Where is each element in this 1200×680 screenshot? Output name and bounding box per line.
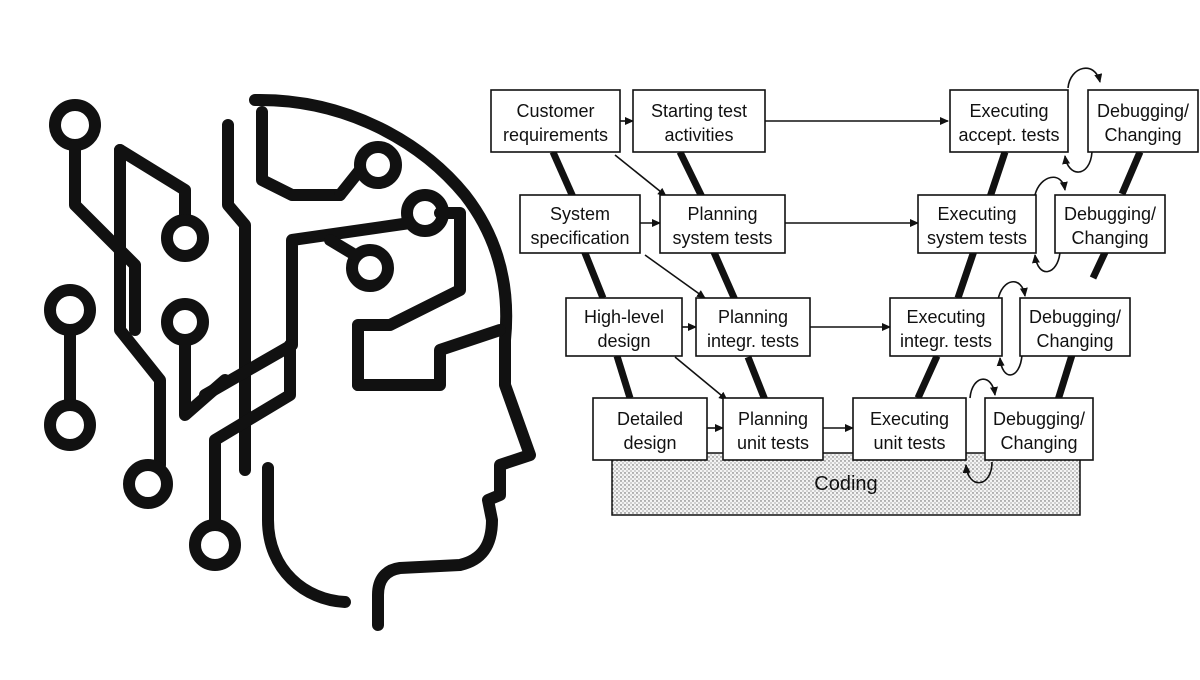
box-frame <box>722 397 824 461</box>
ai-head-circuit-icon <box>44 94 536 631</box>
box-label-line: Customer <box>516 101 594 121</box>
box-label-line: unit tests <box>737 433 809 453</box>
box-frame <box>565 297 683 357</box>
box-label-line: Debugging/ <box>1029 307 1121 327</box>
box-frame <box>632 89 766 153</box>
box-label-line: design <box>623 433 676 453</box>
box-plan-unit: Planning unit tests <box>722 397 824 461</box>
box-frame <box>1019 297 1131 357</box>
box-label-line: integr. tests <box>900 331 992 351</box>
box-label-line: High-level <box>584 307 664 327</box>
box-label-line: specification <box>530 228 629 248</box>
box-label-line: system tests <box>927 228 1027 248</box>
box-label-line: Executing <box>870 409 949 429</box>
box-debug-integr: Debugging/Changing <box>1019 297 1131 357</box>
box-label-line: Debugging/ <box>1097 101 1189 121</box>
box-high-level: High-level design <box>565 297 683 357</box>
box-label-line: activities <box>664 125 733 145</box>
box-label-line: Changing <box>1036 331 1113 351</box>
box-label-line: Detailed <box>617 409 683 429</box>
v-bands <box>549 150 1144 402</box>
box-label-line: system tests <box>672 228 772 248</box>
box-debug-accept: Debugging/Changing <box>1087 89 1199 153</box>
box-label-line: integr. tests <box>707 331 799 351</box>
box-frame <box>984 397 1094 461</box>
box-label-line: Changing <box>1071 228 1148 248</box>
box-label-line: accept. tests <box>958 125 1059 145</box>
box-label-line: Planning <box>687 204 757 224</box>
coding-label: Coding <box>814 473 877 495</box>
box-exec-integr: Executing integr. tests <box>889 297 1003 357</box>
box-exec-system: Executing system tests <box>917 194 1037 254</box>
box-debug-unit: Debugging/Changing <box>984 397 1094 461</box>
box-starting-test: Starting test activities <box>632 89 766 153</box>
box-label-line: Planning <box>738 409 808 429</box>
box-exec-unit: Executing unit tests <box>852 397 967 461</box>
v-model-diagram: Coding <box>490 67 1199 516</box>
box-label-line: Planning <box>718 307 788 327</box>
box-frame <box>917 194 1037 254</box>
box-frame <box>889 297 1003 357</box>
box-label-line: Executing <box>937 204 1016 224</box>
box-frame <box>695 297 811 357</box>
box-label-line: System <box>550 204 610 224</box>
box-label-line: Starting test <box>651 101 747 121</box>
box-frame <box>592 397 708 461</box>
box-label-line: requirements <box>503 125 608 145</box>
box-label-line: Executing <box>969 101 1048 121</box>
box-label-line: Changing <box>1104 125 1181 145</box>
box-label-line: design <box>597 331 650 351</box>
box-frame <box>519 194 641 254</box>
box-frame <box>852 397 967 461</box>
flow-arrows <box>614 117 949 432</box>
box-plan-system: Planning system tests <box>659 194 786 254</box>
box-label-line: Debugging/ <box>1064 204 1156 224</box>
box-label-line: Executing <box>906 307 985 327</box>
box-frame <box>949 89 1069 153</box>
box-detailed-design: Detailed design <box>592 397 708 461</box>
box-plan-integr: Planning integr. tests <box>695 297 811 357</box>
loop-arrows <box>962 67 1103 484</box>
box-label-line: Debugging/ <box>993 409 1085 429</box>
box-frame <box>1054 194 1166 254</box>
box-frame <box>490 89 621 153</box>
coding-area <box>611 452 1081 516</box>
box-frame <box>1087 89 1199 153</box>
box-exec-accept: Executing accept. tests <box>949 89 1069 153</box>
box-debug-system: Debugging/Changing <box>1054 194 1166 254</box>
box-label-line: unit tests <box>873 433 945 453</box>
box-label-line: Changing <box>1000 433 1077 453</box>
box-frame <box>659 194 786 254</box>
box-customer-requirements: Customer requirements <box>490 89 621 153</box>
box-system-spec: System specification <box>519 194 641 254</box>
